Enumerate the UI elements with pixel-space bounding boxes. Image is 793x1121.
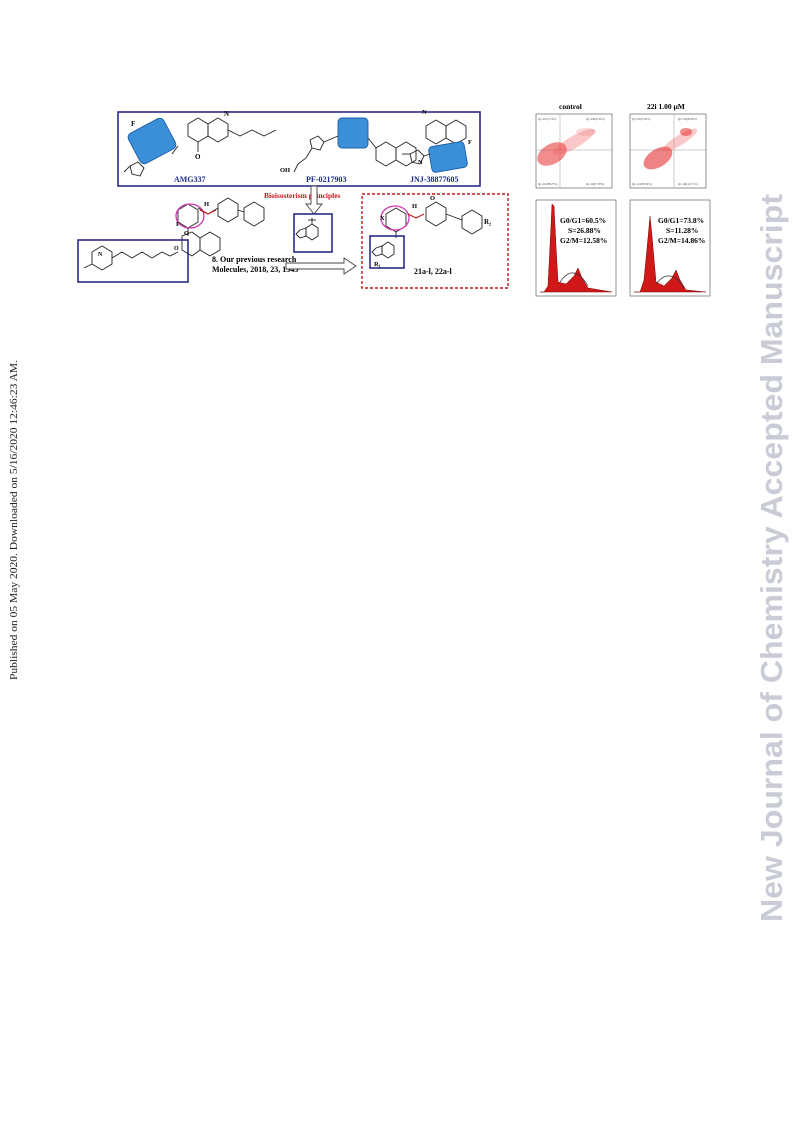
- histogram-treated: [629, 199, 711, 297]
- label-jnj: JNJ-38877605: [410, 175, 458, 184]
- jnj-structure: [402, 119, 468, 173]
- label-amg337: AMG337: [174, 175, 206, 184]
- target-linker: [407, 213, 425, 219]
- flow-control-q4: Q1-LR(7.58%): [586, 182, 604, 186]
- histogram-control: [535, 199, 617, 297]
- atom-o-3: O: [174, 246, 179, 252]
- cc-control-g0g1: G0/G1=60.5%: [560, 216, 606, 225]
- atom-n-4: N: [98, 252, 103, 258]
- atom-h-2: H: [412, 203, 417, 210]
- flow-treated-q3: Q1-LL(80.59%): [632, 182, 652, 186]
- flow-control-q3: Q1-LL(88.27%): [538, 182, 558, 186]
- publication-note: Published on 05 May 2020. Downloaded on …: [2, 355, 24, 685]
- pf-structure: [293, 117, 417, 173]
- flow-treated-title: 22i 1.00 μM: [647, 102, 685, 111]
- atom-o-2: O: [184, 230, 189, 237]
- label-pf: PF-0217903: [306, 175, 346, 184]
- atom-x: X: [380, 215, 385, 222]
- flow-control-q2: Q1-UR(2.41%): [586, 117, 605, 121]
- atom-f-1: F: [131, 120, 135, 128]
- watermark: New Journal of Chemistry Accepted Manusc…: [738, 190, 793, 930]
- atom-r1: R₁: [374, 261, 381, 268]
- atom-n-3: N: [422, 109, 427, 116]
- cc-control-g2m: G2/M=12.58%: [560, 236, 607, 245]
- lead-reference: Molecules, 2018, 23, 1543: [212, 265, 298, 274]
- target-series-label: 21a-l, 22a-l: [414, 267, 453, 276]
- cc-treated-g2m: G2/M=14.86%: [658, 236, 705, 245]
- flow-control-title: control: [559, 102, 582, 111]
- reference-compounds-box: [117, 111, 481, 187]
- bioisosterism-label: Bioisosterism principles: [264, 191, 341, 200]
- amg337-structure: [123, 117, 277, 177]
- down-arrow: [305, 185, 323, 215]
- lead-structure: [175, 197, 265, 257]
- fragment-box: [293, 213, 333, 253]
- flow-treated-q4: Q1-LR(12.71%): [678, 182, 698, 186]
- atom-f-2: F: [468, 139, 472, 146]
- cc-treated-g0g1: G0/G1=73.8%: [658, 216, 704, 225]
- atom-f-3: F: [176, 221, 180, 228]
- graphical-abstract: F O N AMG337 OH N PF-0217903 F N JNJ-388…: [74, 96, 726, 306]
- flow-control-q1: Q1-UL(1.74%): [538, 117, 556, 121]
- lead-linker: [199, 209, 217, 215]
- graphical-abstract-svg: F O N AMG337 OH N PF-0217903 F N JNJ-388…: [77, 102, 711, 297]
- cc-treated-s: S=11.28%: [666, 226, 698, 235]
- flow-control-panel: [535, 113, 613, 189]
- target-compounds-box: [361, 193, 509, 289]
- atom-oh: OH: [280, 167, 290, 174]
- flow-treated-panel: [629, 113, 707, 189]
- triazolopyrazine-fragment: [295, 218, 319, 241]
- triazolopyrazine-box: [369, 235, 405, 269]
- atom-n-1: N: [224, 110, 229, 118]
- atom-r2: R₂: [484, 218, 491, 226]
- target-structure: [380, 201, 483, 238]
- flow-treated-q2: Q1-UR(6.50%): [678, 117, 697, 121]
- target-triazolopyrazine: [371, 241, 395, 259]
- atom-o-4: O: [430, 195, 435, 202]
- right-arrow: [285, 257, 357, 275]
- atom-o-1: O: [195, 153, 201, 161]
- lead-label: 8. Our previous research: [212, 255, 297, 264]
- atom-h-1: H: [204, 201, 209, 208]
- publication-note-text: Published on 05 May 2020. Downloaded on …: [9, 360, 20, 680]
- piperazine-chain: [83, 245, 179, 271]
- lead-side-chain-box: [77, 239, 189, 283]
- flow-treated-q1: Q1-UL(0.50%): [632, 117, 650, 121]
- watermark-text: New Journal of Chemistry Accepted Manusc…: [754, 194, 789, 922]
- cc-control-s: S=26.88%: [568, 226, 601, 235]
